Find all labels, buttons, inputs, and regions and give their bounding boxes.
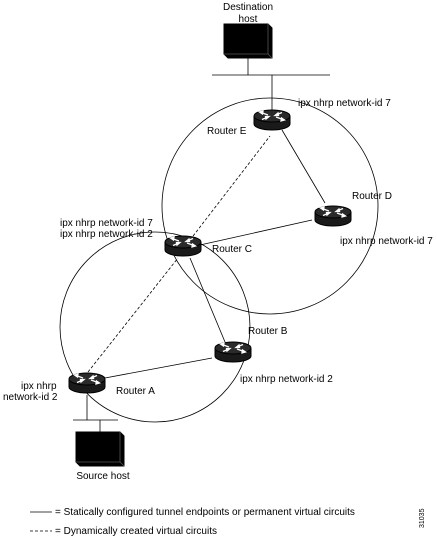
- router-c-config-label-line1: ipx nhrp network-id 7: [60, 218, 153, 229]
- router-a-config-label-line1: ipx nhrp: [21, 381, 57, 392]
- router-c-config-label-line2: ipx nhrp network-id 2: [60, 229, 153, 240]
- static-link-c-d: [199, 219, 313, 246]
- router-e-icon: [253, 109, 291, 131]
- source-host-label: Source host: [76, 471, 130, 482]
- static-link-a-b: [104, 357, 213, 379]
- router-c-name-label: Router C: [212, 244, 252, 255]
- destination-host-icon: [223, 23, 273, 59]
- router-e-config-label: ipx nhrp network-id 7: [298, 98, 391, 109]
- router-d-name-label: Router D: [352, 191, 392, 202]
- destination-host-label-line2: host: [239, 14, 258, 25]
- router-b-config-label: ipx nhrp network-id 2: [240, 374, 333, 385]
- router-c-icon: [164, 235, 202, 257]
- destination-host-label-line1: Destination: [223, 2, 273, 13]
- router-a-name-label: Router A: [116, 386, 155, 397]
- router-a-config-label-line2: network-id 2: [3, 392, 58, 403]
- router-e-name-label: Router E: [207, 126, 247, 137]
- legend-dynamic-text: = Dynamically created virtual circuits: [55, 526, 217, 537]
- router-d-icon: [314, 205, 352, 227]
- dynamic-circuit-c-e: [189, 135, 271, 241]
- network-7-ring: [161, 97, 379, 315]
- router-a-icon: [68, 372, 106, 394]
- source-host-icon: [75, 431, 125, 467]
- router-b-name-label: Router B: [248, 326, 288, 337]
- router-d-config-label: ipx nhrp network-id 7: [340, 236, 433, 247]
- figure-id-label: 31035: [419, 508, 426, 528]
- static-link-c-b: [189, 257, 226, 343]
- network-2-ring: [59, 231, 251, 423]
- router-b-icon: [214, 341, 252, 363]
- dynamic-circuit-a-c: [87, 257, 179, 373]
- static-link-e-d: [281, 129, 326, 204]
- legend-static-text: = Statically configured tunnel endpoints…: [55, 507, 355, 518]
